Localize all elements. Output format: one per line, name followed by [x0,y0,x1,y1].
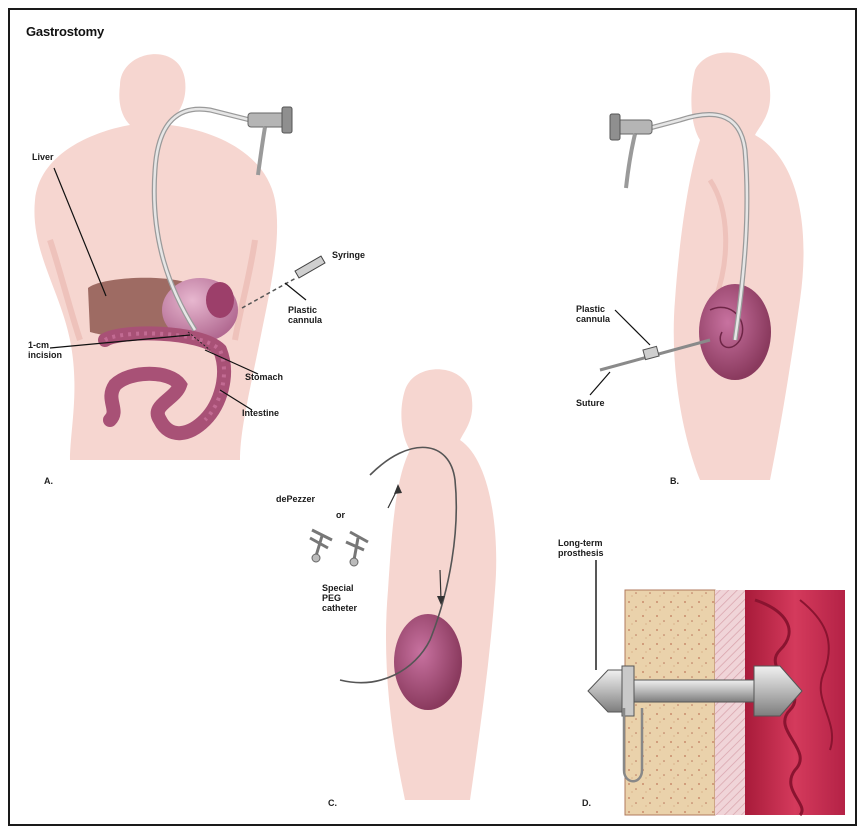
illustration-canvas [10,10,855,824]
label-incision: 1-cm incision [28,340,62,360]
panel-d-illustration [588,560,845,815]
panel-b-illustration [590,53,804,480]
figure-frame: Gastrostomy [8,8,857,826]
label-or: or [336,510,345,520]
label-depezzer: dePezzer [276,494,315,504]
label-plastic-cannula-a: Plastic cannula [288,305,322,325]
panel-a-torso [34,54,277,460]
endoscope-handle-b [610,114,652,188]
panel-label-c: C. [328,798,337,808]
panel-label-a: A. [44,476,53,486]
label-stomach: Stomach [245,372,283,382]
depezzer-catheter-2 [346,532,368,566]
panel-label-d: D. [582,798,591,808]
label-peg-catheter: Special PEG catheter [322,583,357,613]
label-plastic-cannula-b: Plastic cannula [576,304,610,324]
panel-a-illustration [34,54,325,460]
label-syringe: Syringe [332,250,365,260]
panel-label-b: B. [670,476,679,486]
panel-c-body [386,369,496,800]
stomach-shape-c [394,614,462,710]
label-long-term-prosthesis: Long-term prosthesis [558,538,604,558]
depezzer-catheter-1 [310,530,332,562]
label-suture: Suture [576,398,605,408]
label-intestine: Intestine [242,408,279,418]
label-liver: Liver [32,152,54,162]
